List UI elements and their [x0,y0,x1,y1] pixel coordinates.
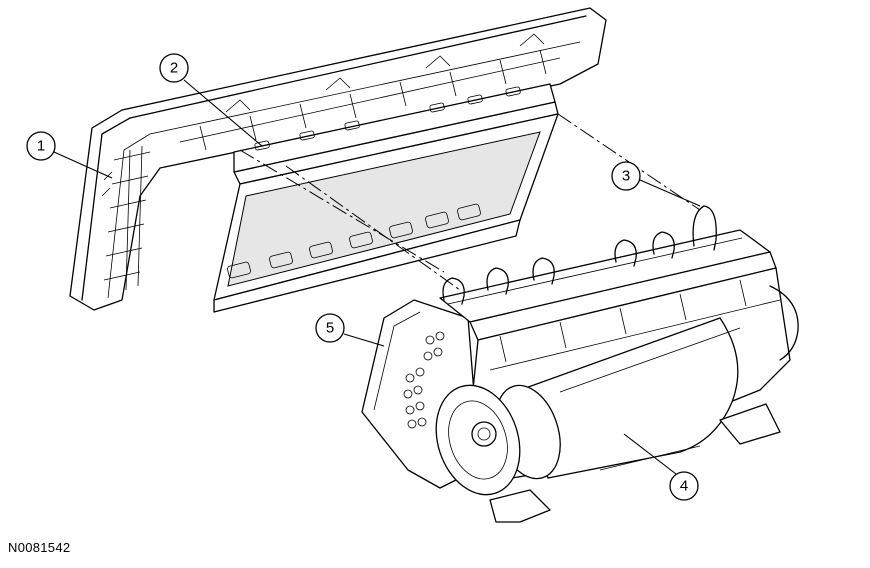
retaining-clips [442,205,717,305]
callout-4: 4 [623,433,699,501]
bracket-chute [213,83,559,313]
callout-2: 2 [159,53,263,147]
callout-2-label: 2 [170,60,178,77]
inflator-cylinder [435,285,799,523]
callout-1: 1 [26,131,113,179]
callout-1-label: 1 [37,138,45,155]
callout-5: 5 [315,313,385,347]
trim-panel [69,7,607,311]
callout-3: 3 [611,161,701,207]
reference-code: N0081542 [8,540,71,555]
callout-3-label: 3 [622,168,630,185]
callout-5-label: 5 [326,320,334,337]
callout-4-label: 4 [680,478,688,495]
